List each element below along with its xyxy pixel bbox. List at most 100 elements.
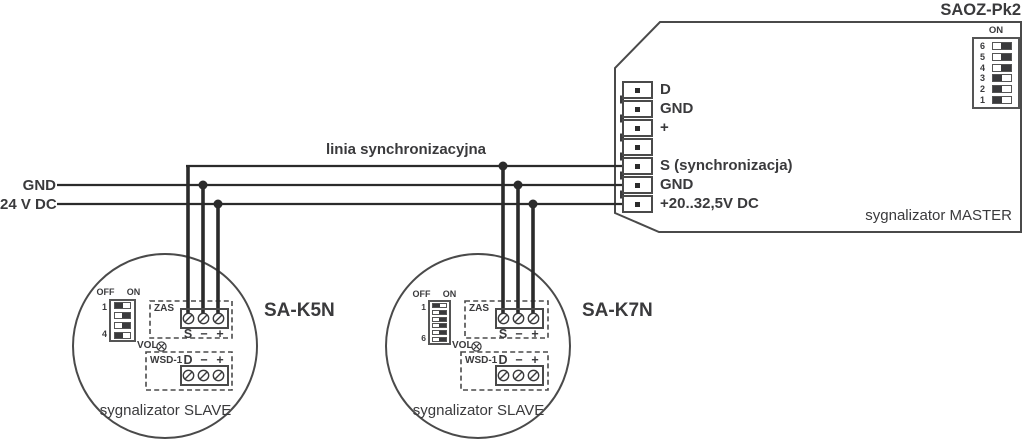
terminal-label-sync: S (synchronizacja) xyxy=(660,157,793,174)
pin-label-plus: + xyxy=(216,353,224,367)
slave1-caption: sygnalizator SLAVE xyxy=(99,402,232,419)
dip-switch-slider xyxy=(114,302,131,310)
terminal-contact xyxy=(635,144,640,150)
pin-label-s: S xyxy=(498,327,508,341)
screw-terminal-icon xyxy=(527,369,539,382)
pin-label-minus: − xyxy=(515,327,523,341)
screw-terminal-icon xyxy=(182,369,194,382)
dip-switch-slider xyxy=(114,321,131,329)
master-terminal-sync xyxy=(622,157,653,175)
slave2-wsd-box xyxy=(460,351,549,391)
pin-label-minus: − xyxy=(200,327,208,341)
module-boxes xyxy=(145,300,549,391)
pin-label-plus: + xyxy=(531,327,539,341)
pin-label-s: S xyxy=(183,327,193,341)
slave1-wsd-label: WSD-1 xyxy=(150,355,183,366)
slave2-zas-terminal-block xyxy=(495,308,544,329)
clamp-mark xyxy=(620,95,624,104)
screw-terminal-icon xyxy=(212,369,224,382)
dip-switch-number: 6 xyxy=(979,41,985,52)
junction-dots xyxy=(198,161,538,209)
slave1-zas-box xyxy=(149,300,233,339)
slave1-zas-terminal-block xyxy=(180,308,229,329)
screw-terminal-icon xyxy=(497,312,509,325)
terminal-contact xyxy=(635,201,640,207)
terminal-label-power: +20..32,5V DC xyxy=(660,195,759,212)
slave1-wsd-pins: D − + xyxy=(181,353,227,367)
dip-sliders xyxy=(109,299,136,342)
pin-label-minus: − xyxy=(200,353,208,367)
dip-switch-slider xyxy=(432,323,447,329)
junction-dot xyxy=(498,161,508,171)
dip-switch-slider xyxy=(991,52,1012,61)
dip-switch-slider xyxy=(991,84,1012,93)
dip-switch-number: 1 xyxy=(421,302,426,313)
pin-label-d: D xyxy=(498,353,508,367)
sync-line-label: linia synchronizacyjna xyxy=(325,141,487,158)
dip-switch-number: 6 xyxy=(421,332,426,343)
terminal-contact xyxy=(635,163,640,169)
power-bus-label: 24 V DC xyxy=(0,196,57,213)
slave2-dip-off-label: OFF xyxy=(412,289,431,299)
dip-switch-number: 5 xyxy=(979,51,985,62)
junction-dot xyxy=(213,199,223,209)
slave2-caption: sygnalizator SLAVE xyxy=(412,402,545,419)
slave2-dip-on-label: ON xyxy=(442,289,457,299)
clamp-mark xyxy=(620,133,624,142)
junction-dot xyxy=(528,199,538,209)
master-dip-on-label: ON xyxy=(988,25,1004,36)
screw-terminal-icon xyxy=(197,312,209,325)
slave1-zas-label: ZAS xyxy=(154,303,174,314)
screw-terminal-icon xyxy=(497,369,509,382)
terminal-clamp-marks xyxy=(620,95,624,199)
pin-label-d: D xyxy=(183,353,193,367)
pin-label-plus: + xyxy=(531,353,539,367)
terminal-label-d: D xyxy=(660,81,671,98)
dip-sliders xyxy=(428,300,451,345)
volume-pot-icon xyxy=(471,341,482,352)
screw-terminal-icon xyxy=(512,312,524,325)
slave2-zas-label: ZAS xyxy=(469,303,489,314)
pin-label-minus: − xyxy=(515,353,523,367)
slave2-wsd-pins: D − + xyxy=(496,353,542,367)
dip-switch-slider xyxy=(432,337,447,343)
dip-switch-slider xyxy=(991,42,1012,51)
clamp-mark xyxy=(620,114,624,123)
master-terminal-gnd2 xyxy=(622,176,653,194)
slave1-wsd-box xyxy=(145,351,233,391)
dip-switch-number: 3 xyxy=(979,73,985,84)
screw-terminal-icon xyxy=(212,312,224,325)
dip-switch-slider xyxy=(114,331,131,339)
slave1-vol-label: VOL xyxy=(137,340,158,351)
terminal-contact xyxy=(635,87,640,93)
terminal-label-gnd1: GND xyxy=(660,100,694,117)
gnd-bus-label: GND xyxy=(22,177,56,194)
dip-switch-slider xyxy=(432,316,447,322)
dip-switch-slider xyxy=(991,63,1012,72)
bus-lines xyxy=(57,164,622,206)
slave1-wsd-terminal-block xyxy=(180,365,229,386)
dip-switch-slider xyxy=(991,95,1012,104)
dip-switch-number: 4 xyxy=(979,62,985,73)
slave1-dip-on-label: ON xyxy=(126,287,141,297)
terminal-contact xyxy=(635,125,640,131)
master-terminal-gnd1 xyxy=(622,100,653,118)
slave2-zas-pins: S − + xyxy=(496,327,542,341)
dip-switch-slider xyxy=(991,74,1012,83)
dip-switch-number: 1 xyxy=(101,301,107,312)
terminal-label-gnd2: GND xyxy=(660,176,694,193)
dip-switch-number: 4 xyxy=(101,329,107,340)
slave2-zas-box xyxy=(464,300,549,339)
master-enclosure-outline xyxy=(614,21,1022,233)
dip-switch-slider xyxy=(114,312,131,320)
dip-switch-number: 2 xyxy=(979,83,985,94)
master-terminal-power xyxy=(622,195,653,213)
master-terminal-nc xyxy=(622,138,653,156)
screw-terminal-icon xyxy=(527,312,539,325)
master-terminal-d xyxy=(622,81,653,99)
master-title: SAOZ-Pk2 xyxy=(940,1,1021,19)
